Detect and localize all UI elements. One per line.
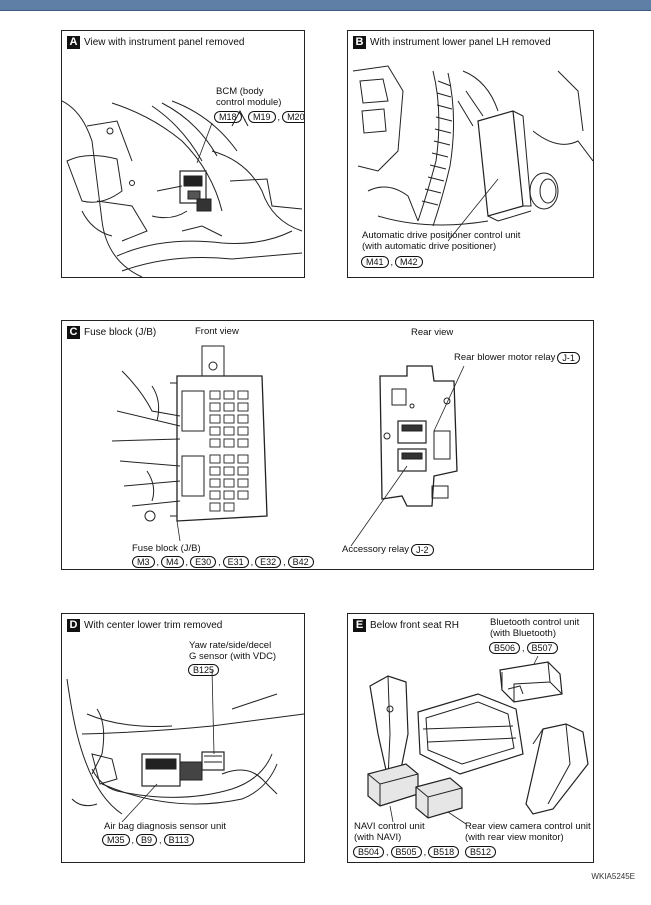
- panel-b-title: With instrument lower panel LH removed: [370, 37, 551, 48]
- accessory-relay-callout: Accessory relay J-2: [342, 544, 434, 556]
- adp-connectors: M41, M42: [361, 256, 423, 268]
- figure-code: WKIA5245E: [591, 872, 635, 881]
- bluetooth-label-line1: Bluetooth control unit: [490, 617, 580, 628]
- camera-label-line1: Rear view camera control unit: [465, 821, 591, 832]
- navi-label-line1: NAVI control unit: [354, 821, 425, 832]
- fuse-block-illustration: [111, 345, 465, 547]
- airbag-sensor-label: Air bag diagnosis sensor unit: [104, 821, 226, 832]
- panel-e: E Below front seat RH Bluetooth control …: [347, 613, 594, 863]
- connector-badge: B518: [428, 846, 460, 858]
- connector-badge: M18: [214, 111, 242, 123]
- airbag-sensor-connectors: M35, B9, B113: [102, 834, 194, 846]
- connector-badge: B113: [163, 834, 194, 846]
- adp-unit-illustration: [352, 65, 593, 242]
- bluetooth-label-line2: (with Bluetooth): [490, 628, 557, 639]
- panel-a-badge: A: [67, 36, 80, 49]
- connector-badge: B506: [489, 642, 521, 654]
- connector-badge: M3: [132, 556, 155, 568]
- adp-label-line1: Automatic drive positioner control unit: [362, 230, 521, 241]
- navi-label-line2: (with NAVI): [354, 832, 402, 843]
- airbag-sensor-illustration: [66, 669, 304, 823]
- connector-badge: B507: [526, 642, 558, 654]
- connector-badge: M35: [102, 834, 130, 846]
- yaw-sensor-label-line2: G sensor (with VDC): [189, 651, 277, 662]
- connector-badge: B42: [287, 556, 314, 568]
- connector-badge: B512: [465, 846, 497, 858]
- connector-badge: E31: [222, 556, 249, 568]
- yaw-sensor-label-line1: Yaw rate/side/decel: [189, 640, 272, 651]
- panel-e-badge: E: [353, 619, 366, 632]
- panel-c-badge: C: [67, 326, 80, 339]
- panel-a: A View with instrument panel removed BCM…: [61, 30, 305, 278]
- connector-badge: M4: [161, 556, 184, 568]
- fuse-block-connectors: M3, M4, E30, E31, E32, B42: [132, 556, 314, 568]
- camera-label-line2: (with rear view monitor): [465, 832, 564, 843]
- bcm-label-line2: control module): [216, 97, 282, 108]
- connector-badge: M20: [282, 111, 304, 123]
- connector-badge: E30: [190, 556, 217, 568]
- connector-badge: M19: [248, 111, 276, 123]
- bcm-illustration: [62, 100, 303, 277]
- panel-c: C Fuse block (J/B) Front view Rear view …: [61, 320, 594, 570]
- connector-badge: B9: [136, 834, 158, 846]
- front-view-label: Front view: [195, 326, 239, 337]
- top-bar: [0, 0, 651, 11]
- connector-badge: B504: [353, 846, 385, 858]
- panel-b: B With instrument lower panel LH removed…: [347, 30, 594, 278]
- panel-d: D With center lower trim removed Yaw rat…: [61, 613, 305, 863]
- rear-view-label: Rear view: [411, 327, 454, 338]
- bluetooth-connectors: B506, B507: [489, 642, 558, 654]
- navi-connectors: B504, B505, B518: [353, 846, 460, 858]
- seat-frame-illustration: [367, 655, 589, 825]
- rear-blower-relay-label: Rear blower motor relay: [454, 352, 556, 364]
- connector-badge: B505: [390, 846, 422, 858]
- connector-badge: J-1: [557, 352, 580, 364]
- panel-b-badge: B: [353, 36, 366, 49]
- connector-badge: J-2: [411, 544, 434, 556]
- camera-connectors: B512: [465, 846, 497, 858]
- bcm-label-line1: BCM (body: [216, 86, 264, 97]
- fuse-block-label: Fuse block (J/B): [132, 543, 201, 554]
- connector-badge: M41: [361, 256, 389, 268]
- bcm-connectors: M18, M19, M20: [214, 111, 304, 123]
- rear-blower-relay-callout: Rear blower motor relay J-1: [454, 352, 580, 364]
- connector-badge: E32: [255, 556, 282, 568]
- accessory-relay-label: Accessory relay: [342, 544, 410, 556]
- panel-c-title: Fuse block (J/B): [84, 327, 157, 338]
- yaw-sensor-connectors: B125: [188, 664, 220, 676]
- panel-a-title: View with instrument panel removed: [84, 37, 245, 48]
- panel-e-title: Below front seat RH: [370, 620, 459, 631]
- adp-label-line2: (with automatic drive positioner): [362, 241, 497, 252]
- panel-d-badge: D: [67, 619, 80, 632]
- connector-badge: M42: [395, 256, 423, 268]
- panel-d-title: With center lower trim removed: [84, 620, 223, 631]
- connector-badge: B125: [188, 664, 220, 676]
